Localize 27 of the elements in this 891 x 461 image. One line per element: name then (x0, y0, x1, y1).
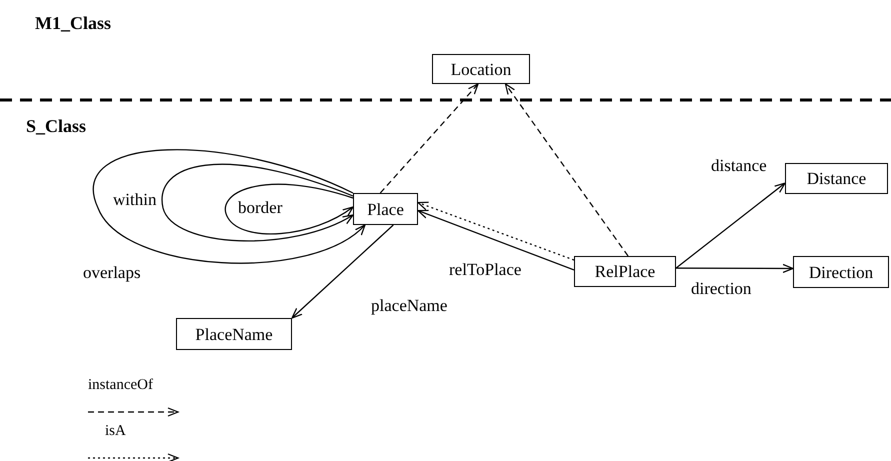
arrow (162, 164, 354, 242)
edge-label: distance (710, 157, 768, 174)
dotted-arrow (417, 202, 574, 261)
edge-label: direction (690, 280, 752, 297)
class-box: Direction (793, 256, 889, 288)
arrow (676, 264, 794, 274)
class-box: Place (353, 193, 418, 225)
arrow (676, 182, 786, 269)
arrow (291, 224, 394, 319)
class-box: Location (432, 54, 530, 84)
edge-label: border (237, 199, 284, 216)
edge-label: relToPlace (448, 261, 522, 278)
edge-label: within (112, 191, 158, 208)
arrow (417, 210, 574, 271)
class-box: PlaceName (176, 318, 292, 350)
edge-label: placeName (370, 297, 448, 314)
dashed-arrow (380, 83, 479, 194)
class-box: RelPlace (574, 256, 676, 287)
legend-label: isA (105, 424, 126, 439)
arrow (93, 149, 366, 264)
legend-label: instanceOf (88, 378, 153, 393)
dashed-arrow (504, 83, 629, 256)
edge-label: overlaps (82, 264, 142, 281)
arrow (225, 184, 354, 234)
class-box: Distance (785, 163, 888, 194)
layer-label: S_Class (26, 117, 86, 135)
layer-label: M1_Class (35, 14, 111, 32)
